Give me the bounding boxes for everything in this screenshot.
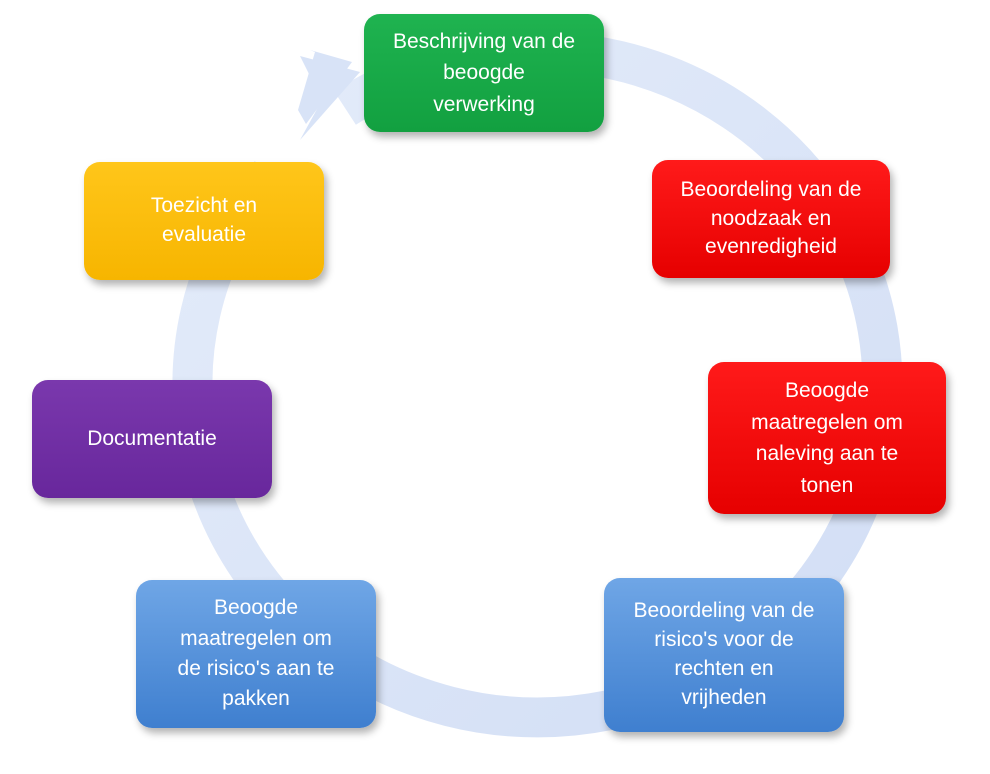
step-risk-assessment: Beoordeling van de risico's voor de rech… (604, 578, 844, 732)
step-3-line-4: tonen (800, 473, 854, 497)
step-2-line-3: evenredigheid (705, 235, 837, 259)
step-1-line-2: beoogde (443, 61, 525, 85)
cycle-arrow-tip-icon (300, 56, 360, 140)
step-description-processing: Beschrijving van de beoogde verwerking (364, 14, 604, 132)
step-5-line-3: de risico's aan te (177, 657, 335, 680)
step-7-line-2: evaluatie (161, 223, 247, 246)
step-monitoring-evaluation: Toezicht en evaluatie (84, 162, 324, 280)
step-compliance-measures: Beoogde maatregelen om naleving aan te t… (708, 362, 946, 514)
step-1-line-3: verwerking (433, 92, 535, 116)
step-6-line-1: Documentatie (87, 426, 217, 450)
step-documentation: Documentatie (32, 380, 272, 498)
step-7-line-1: Toezicht en (150, 194, 258, 218)
step-4-line-2: risico's voor de (654, 628, 794, 652)
step-3-line-3: naleving aan te (755, 442, 899, 465)
step-4-line-3: rechten en (674, 657, 774, 680)
step-2-line-2: noodzaak en (710, 206, 832, 230)
step-4-line-1: Beoordeling van de (633, 599, 815, 623)
step-1-line-1: Beschrijving van de (392, 29, 576, 53)
step-5-line-1: Beoogde (213, 596, 299, 620)
step-5-line-4: pakken (222, 687, 290, 711)
step-4-line-4: vrijheden (681, 685, 767, 709)
step-risk-measures: Beoogde maatregelen om de risico's aan t… (136, 580, 376, 728)
step-5-line-2: maatregelen om (180, 626, 332, 650)
step-3-line-2: maatregelen om (751, 410, 903, 434)
step-2-line-1: Beoordeling van de (680, 177, 862, 201)
step-3-line-1: Beoogde (784, 379, 870, 402)
step-necessity-assessment: Beoordeling van de noodzaak en evenredig… (652, 160, 890, 278)
